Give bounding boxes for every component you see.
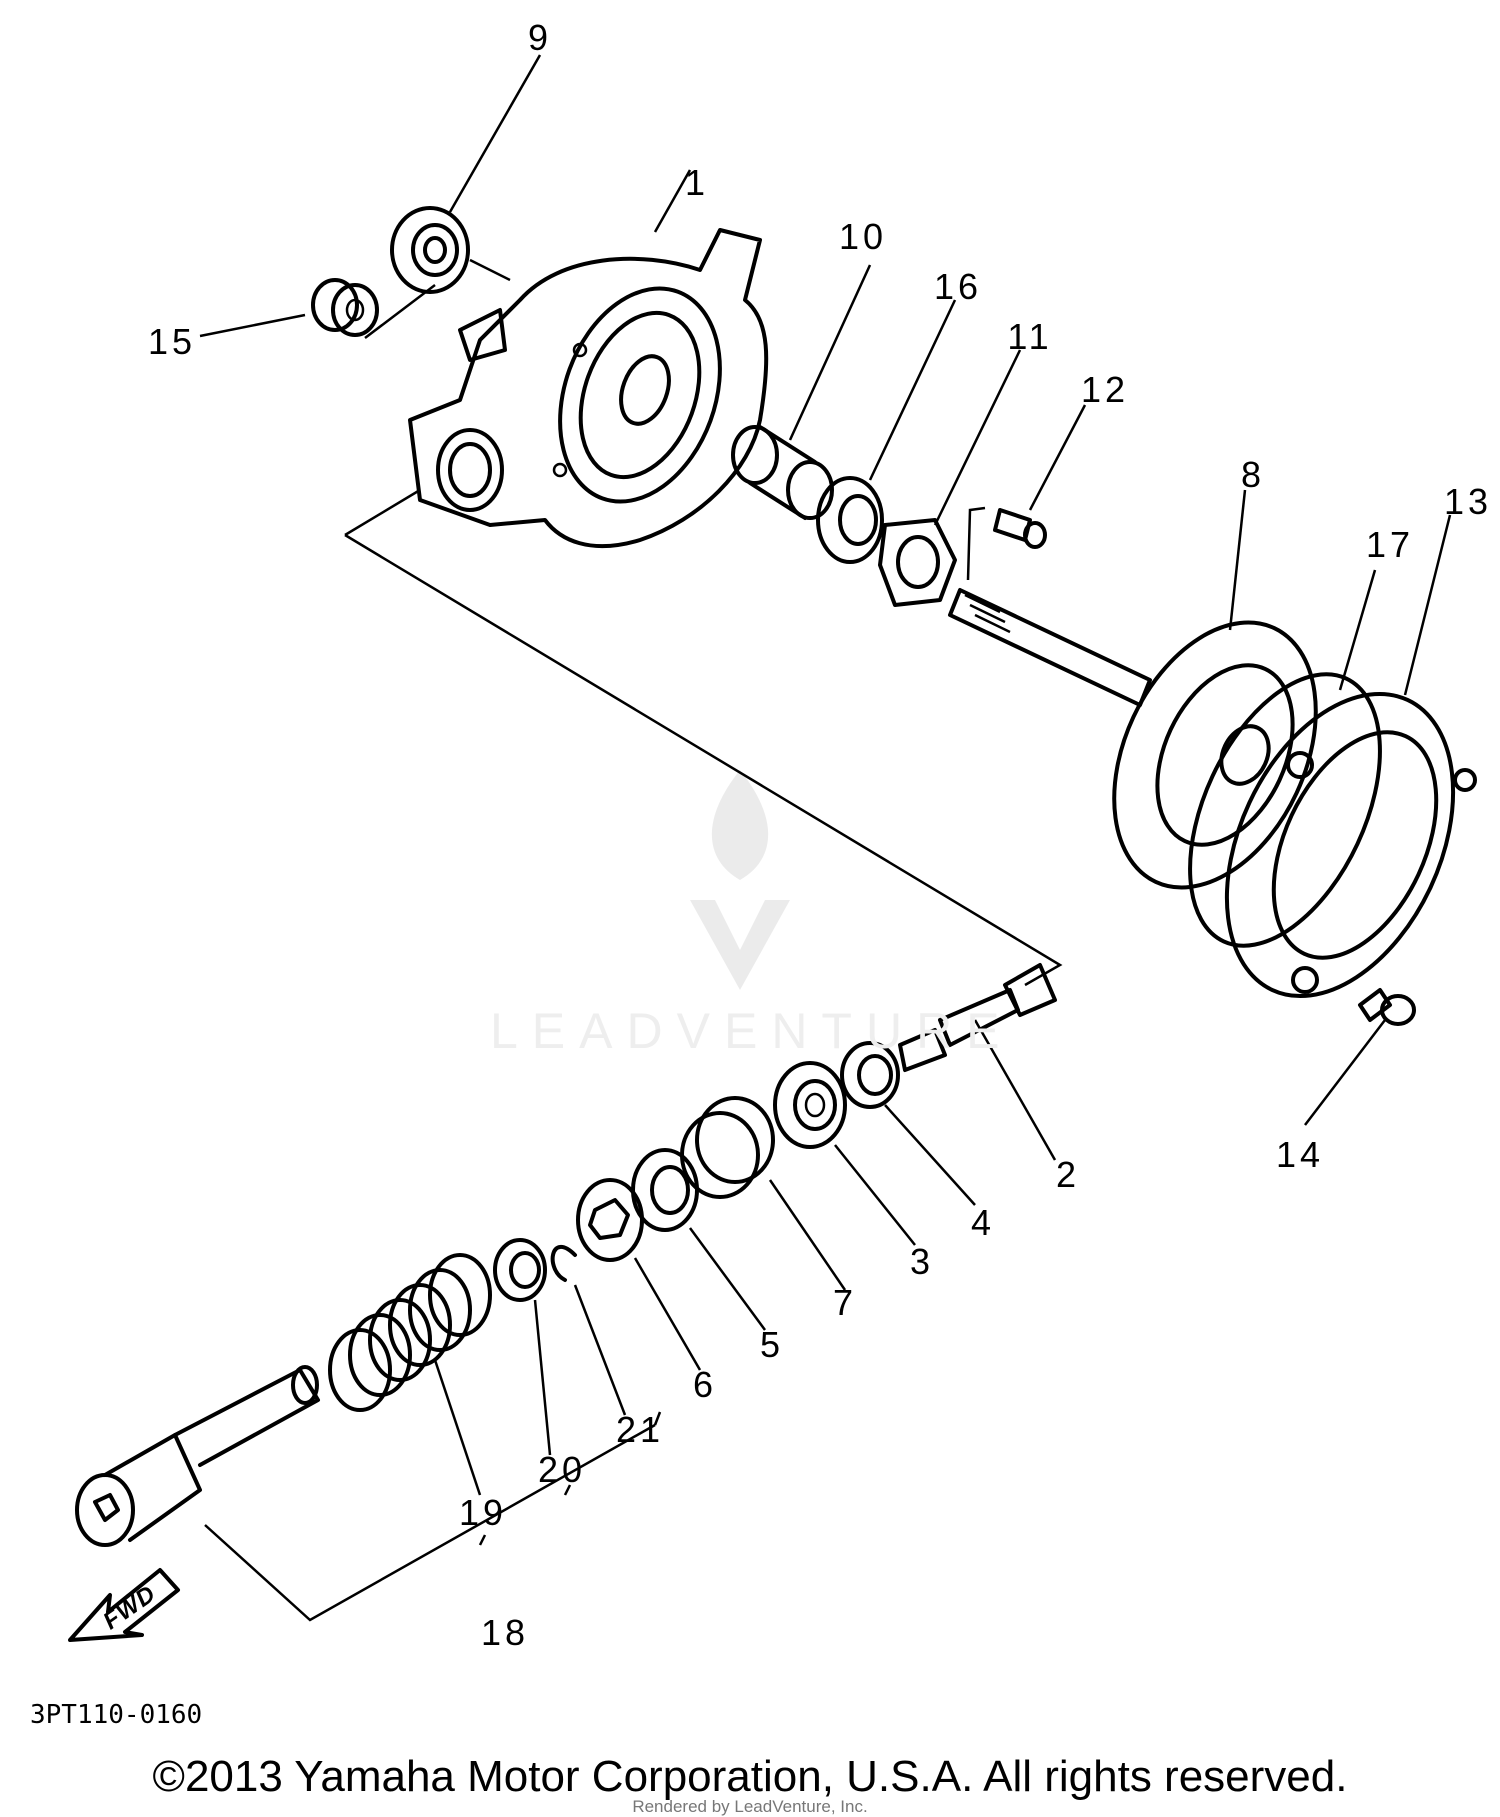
callout-18: 18 (480, 1612, 530, 1653)
nut-6 (576, 1178, 644, 1262)
gear-case-housing (408, 228, 769, 549)
callout-15: 15 (147, 321, 197, 362)
circlip-21 (550, 1245, 577, 1282)
callout-20: 20 (537, 1449, 587, 1490)
callout-3: 3 (909, 1241, 935, 1282)
callout-12: 12 (1080, 369, 1130, 410)
bearing-9 (390, 206, 470, 294)
plate-11 (878, 518, 957, 607)
fwd-arrow-icon (68, 1568, 180, 1642)
bolt-12 (993, 508, 1047, 549)
screw-14 (1358, 988, 1416, 1026)
callout-16: 16 (933, 266, 983, 307)
gear-shaft-8 (948, 588, 1318, 890)
callout-21: 21 (615, 1409, 665, 1450)
callout-2: 2 (1055, 1154, 1081, 1195)
washer-20 (493, 1238, 547, 1302)
callout-8: 8 (1240, 454, 1266, 495)
callout-13: 13 (1443, 481, 1493, 522)
callout-4: 4 (970, 1202, 996, 1243)
callout-7: 7 (832, 1282, 858, 1323)
collar-10 (731, 425, 834, 520)
callout-6: 6 (692, 1364, 718, 1405)
callout-10: 10 (838, 216, 888, 257)
callout-1: 1 (684, 162, 710, 203)
rendered-by-notice: Rendered by LeadVenture, Inc. (632, 1797, 868, 1816)
callout-9: 9 (527, 17, 553, 58)
washer-4 (840, 1041, 900, 1109)
leader-1 (653, 169, 692, 233)
callout-14: 14 (1275, 1134, 1325, 1175)
watermark-text: LEADVENTURE (490, 1003, 1014, 1059)
callout-19: 19 (458, 1492, 508, 1533)
watermark-logo (690, 770, 790, 990)
callout-11: 11 (1007, 316, 1053, 357)
copyright-notice: ©2013 Yamaha Motor Corporation, U.S.A. A… (152, 1752, 1348, 1801)
callout-17: 17 (1365, 524, 1415, 565)
callout-5: 5 (759, 1324, 785, 1365)
o-ring-17 (1188, 672, 1382, 948)
pinion-gear-2 (898, 963, 1057, 1072)
diagram-code: 3PT110-0160 (30, 1700, 203, 1730)
collar-15 (311, 278, 379, 337)
bearing-3 (773, 1061, 847, 1149)
drive-shaft-18 (75, 1365, 320, 1547)
bearing-16 (816, 476, 884, 564)
cover-13 (1224, 691, 1477, 999)
spring-19 (328, 1253, 492, 1412)
